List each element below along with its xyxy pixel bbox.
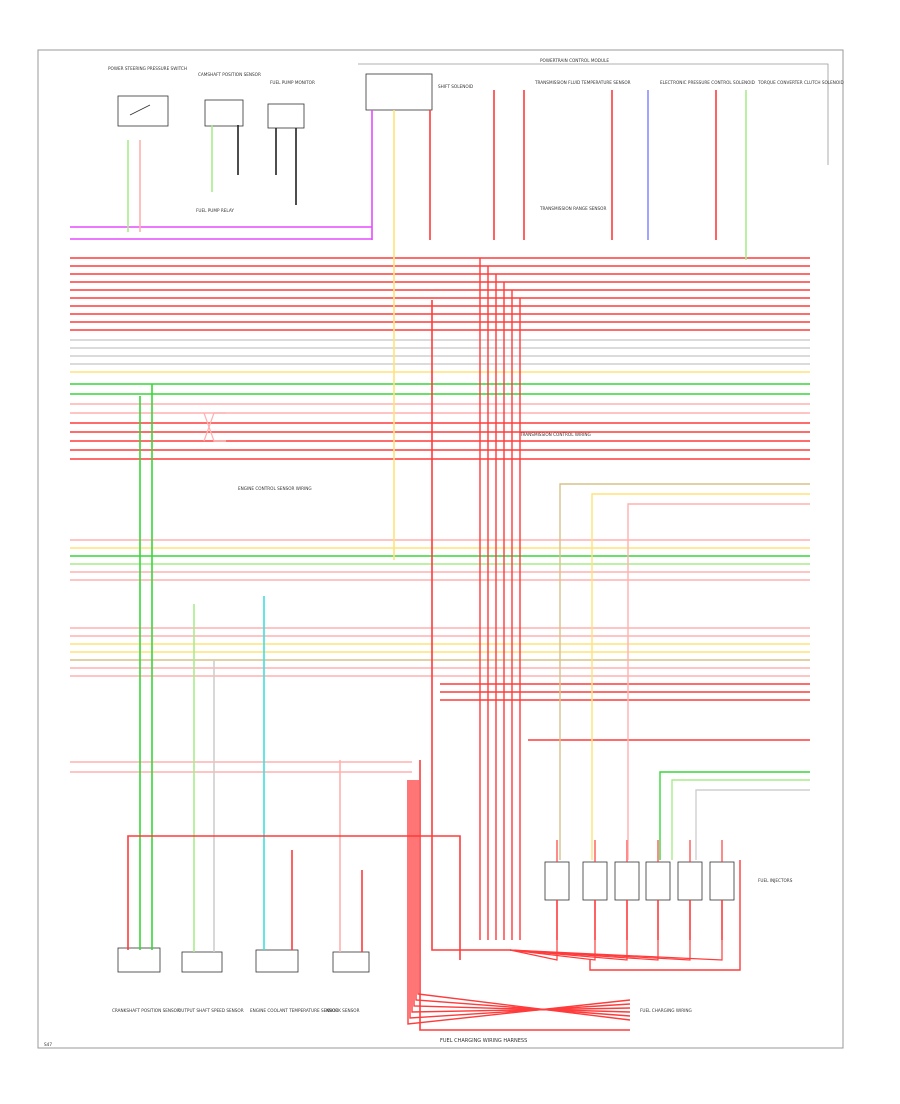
injector-wire	[589, 860, 741, 971]
injector-wire	[509, 940, 596, 961]
electronic-pressure-control-solenoid: ELECTRONIC PRESSURE CONTROL SOLENOID	[660, 80, 755, 85]
svg-text:ELECTRONIC PRESSURE CONTROL SO: ELECTRONIC PRESSURE CONTROL SOLENOID	[660, 80, 755, 85]
knock-sensor: KNOCK SENSOR	[326, 951, 370, 1013]
injector-wire	[509, 940, 558, 961]
svg-text:TORQUE CONVERTER CLUTCH SOLENO: TORQUE CONVERTER CLUTCH SOLENOID	[757, 80, 844, 85]
crossover-wire	[203, 412, 226, 442]
transmission-control-note: TRANSMISSION CONTROL WIRING	[519, 432, 591, 437]
harness-wire	[417, 780, 631, 1021]
fuel-pump-relay-note: FUEL PUMP RELAY	[196, 208, 234, 213]
harness-wire	[127, 835, 461, 960]
right-wire	[671, 779, 810, 860]
svg-text:POWER STEERING PRESSURE SWITCH: POWER STEERING PRESSURE SWITCH	[108, 66, 187, 71]
engine-control-sensor-note: ENGINE CONTROL SENSOR WIRING	[238, 486, 312, 491]
wire-bundle	[70, 90, 810, 1031]
shift-solenoid: SHIFT SOLENOID	[365, 73, 473, 111]
svg-text:CRANKSHAFT POSITION SENSOR: CRANKSHAFT POSITION SENSOR	[112, 1008, 180, 1013]
svg-text:FUEL PUMP MONITOR: FUEL PUMP MONITOR	[270, 80, 315, 85]
engine-coolant-temperature-sensor: ENGINE COOLANT TEMPERATURE SENSOR	[250, 949, 338, 1013]
corner-label: S47	[44, 1042, 52, 1047]
svg-text:ENGINE COOLANT TEMPERATURE SEN: ENGINE COOLANT TEMPERATURE SENSOR	[250, 1008, 338, 1013]
harness-wire	[419, 760, 630, 1031]
right-wire	[627, 503, 810, 860]
fuel-pump-monitor: FUEL PUMP MONITOR	[267, 80, 315, 129]
svg-text:SHIFT SOLENOID: SHIFT SOLENOID	[438, 84, 473, 89]
right-wire	[695, 789, 810, 860]
camshaft-position-sensor: CAMSHAFT POSITION SENSOR	[198, 72, 261, 127]
right-wire	[559, 483, 810, 860]
svg-text:KNOCK SENSOR: KNOCK SENSOR	[326, 1008, 360, 1013]
bottom-caption: FUEL CHARGING WIRING HARNESS	[440, 1038, 527, 1044]
transmission-fluid-temperature-sensor: TRANSMISSION FLUID TEMPERATURE SENSOR	[534, 80, 631, 85]
svg-text:TRANSMISSION FLUID TEMPERATURE: TRANSMISSION FLUID TEMPERATURE SENSOR	[534, 80, 631, 85]
injector-wire	[509, 940, 723, 961]
svg-text:FUEL INJECTORS: FUEL INJECTORS	[758, 878, 793, 883]
crankshaft-position-sensor: CRANKSHAFT POSITION SENSOR	[112, 947, 180, 1013]
svg-text:OUTPUT SHAFT SPEED SENSOR: OUTPUT SHAFT SPEED SENSOR	[178, 1008, 244, 1013]
torque-converter-clutch-solenoid: TORQUE CONVERTER CLUTCH SOLENOID	[757, 80, 844, 85]
output-shaft-speed-sensor: OUTPUT SHAFT SPEED SENSOR	[178, 951, 244, 1013]
harness-wire	[407, 780, 631, 1025]
transmission-range-sensor-note: TRANSMISSION RANGE SENSOR	[539, 206, 606, 211]
pcm-frame-title: POWERTRAIN CONTROL MODULE	[540, 58, 609, 63]
pcm-frame	[358, 63, 829, 165]
diagram-frame	[37, 49, 844, 1049]
crossover-wire	[203, 412, 226, 442]
fuel-charging-junction-label: FUEL CHARGING WIRING	[640, 1008, 692, 1013]
injector-wire	[509, 940, 628, 961]
right-wire	[659, 771, 810, 860]
svg-text:CAMSHAFT POSITION SENSOR: CAMSHAFT POSITION SENSOR	[198, 72, 261, 77]
power-steering-pressure-switch: POWER STEERING PRESSURE SWITCH	[108, 66, 187, 127]
harness-wire	[431, 300, 510, 951]
right-wire	[591, 493, 810, 860]
fuel-injectors: FUEL INJECTORS	[544, 861, 793, 901]
